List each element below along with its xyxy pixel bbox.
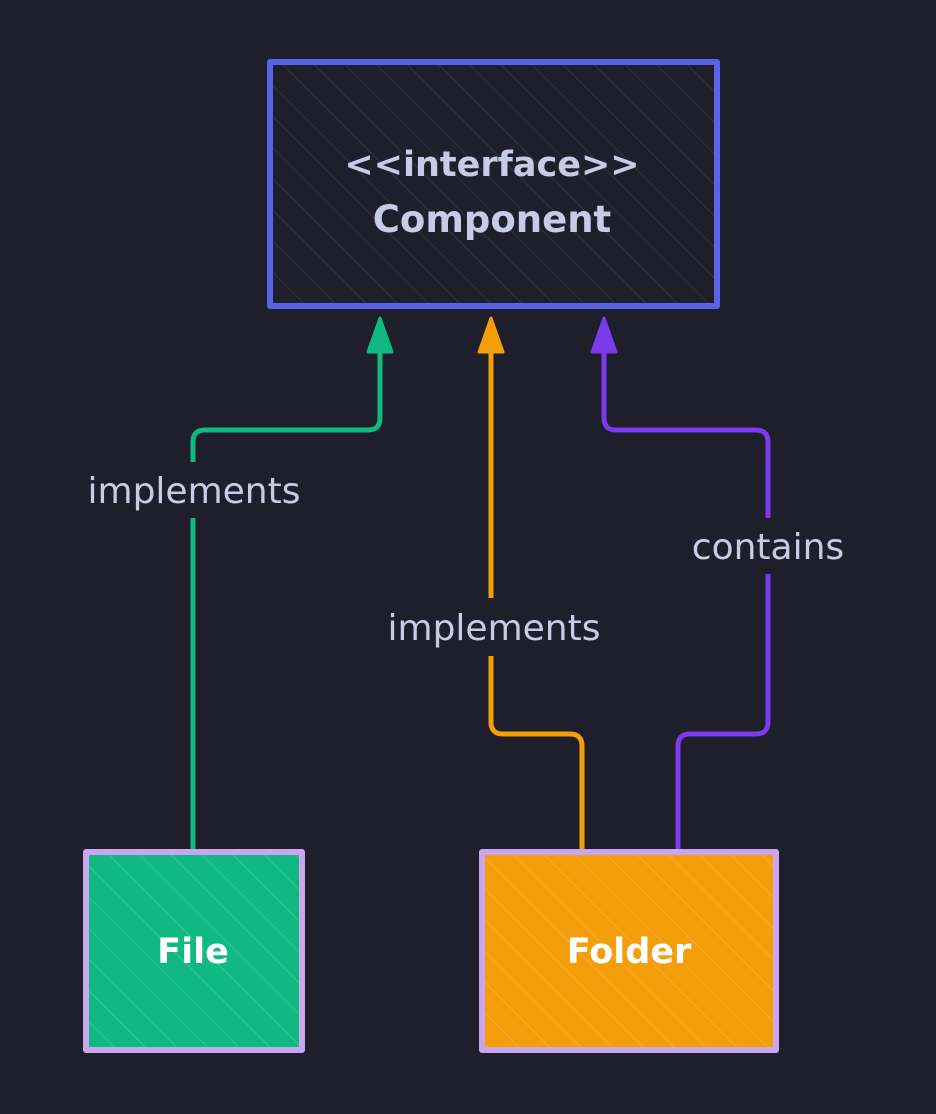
folder-node-label: Folder (567, 932, 692, 972)
edge-folder-implements-component[interactable]: implements (356, 316, 632, 851)
arrowhead-purple-icon (590, 316, 618, 354)
interface-node-component[interactable]: <<interface>> Component (267, 59, 720, 309)
interface-stereotype-label: <<interface>> (344, 145, 639, 185)
edge-label-folder-implements: implements (388, 608, 601, 649)
class-node-folder[interactable]: Folder (479, 849, 779, 1053)
interface-name-label: Component (373, 198, 612, 241)
edge-folder-contains-component[interactable]: contains (590, 316, 880, 851)
file-node-label: File (157, 932, 229, 972)
edge-file-implements-component[interactable]: implements (56, 316, 394, 851)
edge-label-file-implements: implements (88, 471, 301, 512)
arrowhead-green-icon (366, 316, 394, 354)
arrowhead-orange-icon (477, 316, 505, 354)
class-node-file[interactable]: File (83, 849, 305, 1053)
edge-label-folder-contains: contains (692, 527, 844, 568)
